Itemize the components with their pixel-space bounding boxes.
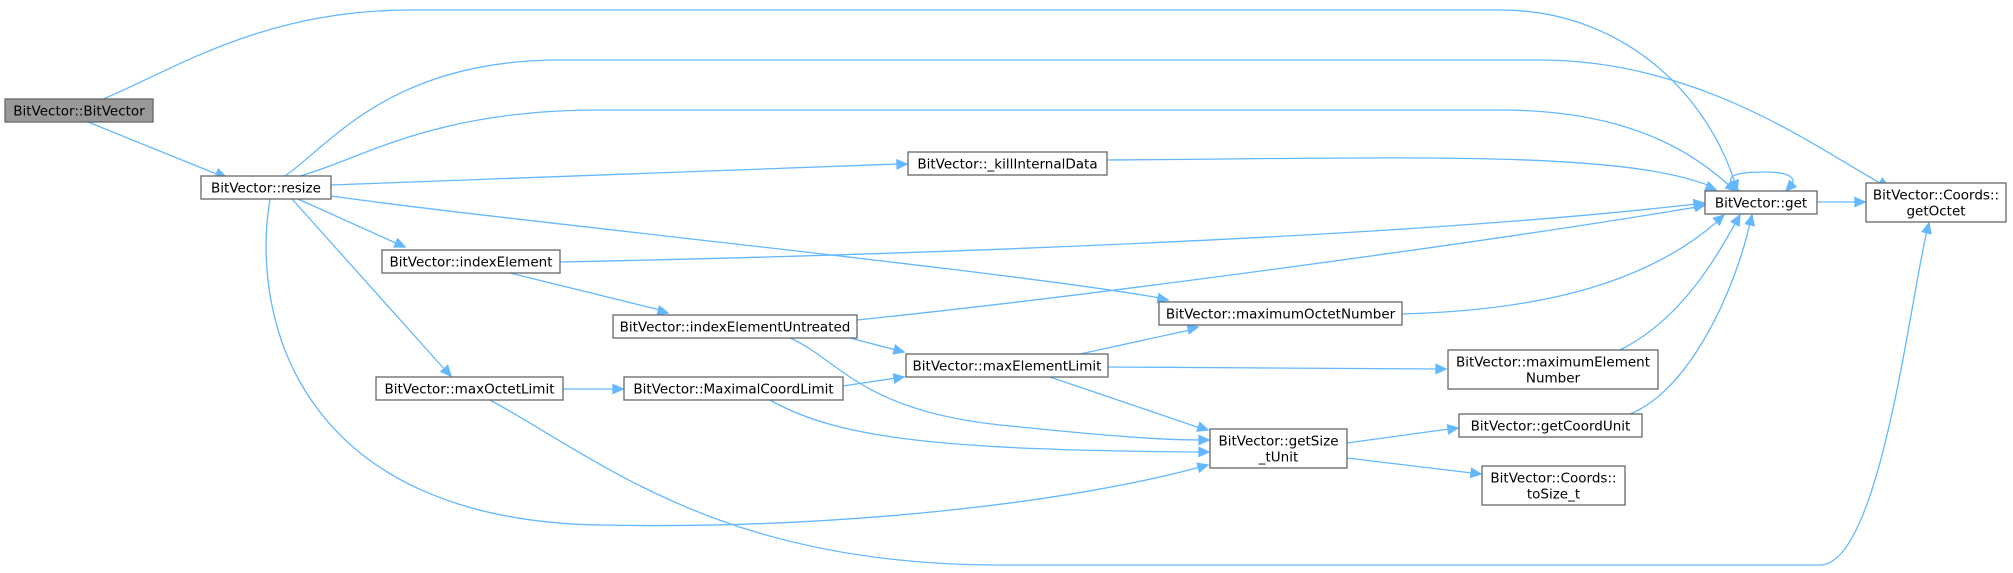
edge-indexelement-to-get	[559, 198, 1706, 263]
edge-resize-to-getsize	[265, 198, 1210, 527]
node-box	[1481, 465, 1626, 506]
node-indexuntreated[interactable]: BitVector::indexElementUntreated	[612, 314, 858, 339]
edge-indexuntreated-to-getsize	[789, 337, 1211, 446]
node-label: toSize_t	[1527, 487, 1580, 503]
node-label: BitVector::get	[1715, 196, 1807, 212]
node-box	[1447, 349, 1659, 390]
node-kill[interactable]: BitVector::_killInternalData	[907, 151, 1108, 176]
node-bitvector[interactable]: BitVector::BitVector	[4, 98, 154, 123]
node-label: BitVector::BitVector	[13, 104, 145, 120]
node-box	[200, 175, 332, 200]
node-label: Number	[1526, 371, 1581, 387]
edge-maxoctetnumber-to-get	[1401, 213, 1726, 315]
edge-maximalcoordlimit-to-getsize	[769, 399, 1211, 458]
node-box	[4, 98, 154, 123]
edge-getsize-to-tosize	[1346, 457, 1483, 479]
node-box	[1209, 428, 1348, 469]
node-maxelementlimit[interactable]: BitVector::maxElementLimit	[905, 353, 1109, 378]
node-label: BitVector::maximumOctetNumber	[1166, 307, 1396, 323]
node-maximalcoordlimit[interactable]: BitVector::MaximalCoordLimit	[623, 376, 844, 401]
node-tosize[interactable]: BitVector::Coords::toSize_t	[1481, 465, 1626, 506]
edge-maxelementlimit-to-maxelementnumber	[1107, 363, 1448, 375]
node-maxoctetlimit[interactable]: BitVector::maxOctetLimit	[375, 376, 564, 401]
edges-layer	[87, 9, 1932, 566]
node-label: BitVector::Coords::	[1490, 471, 1616, 487]
node-resize[interactable]: BitVector::resize	[200, 175, 332, 200]
edge-maxoctetlimit-to-coords_getoctet	[489, 221, 1932, 566]
node-label: BitVector::MaximalCoordLimit	[633, 382, 833, 398]
edge-resize-to-kill	[330, 158, 909, 186]
edge-resize-to-maxoctetnumber	[330, 195, 1170, 304]
edge-maxoctetlimit-to-maximalcoordlimit	[563, 383, 625, 395]
node-label: BitVector::getSize	[1218, 434, 1338, 450]
node-coords_getoctet[interactable]: BitVector::Coords::getOctet	[1865, 182, 2007, 223]
node-box	[1704, 190, 1818, 215]
node-label: BitVector::maximumElement	[1456, 355, 1650, 371]
node-label: BitVector::maxElementLimit	[913, 359, 1102, 375]
node-label: BitVector::indexElement	[389, 255, 552, 271]
node-box	[907, 151, 1108, 176]
node-box	[1158, 301, 1403, 326]
edge-maxelementlimit-to-getsize	[1049, 376, 1210, 432]
node-box	[612, 314, 858, 339]
node-label: BitVector::maxOctetLimit	[384, 382, 554, 398]
edge-resize-to-indexelement	[297, 198, 407, 248]
edge-bitvector-to-resize	[87, 121, 228, 179]
edge-kill-to-get	[1106, 157, 1718, 191]
node-box	[1865, 182, 2007, 223]
node-label: BitVector::resize	[211, 181, 321, 197]
edge-resize-to-get	[299, 109, 1738, 193]
edge-getcoordunit-to-get	[1629, 213, 1756, 415]
node-get[interactable]: BitVector::get	[1704, 190, 1818, 215]
node-getcoordunit[interactable]: BitVector::getCoordUnit	[1458, 413, 1643, 438]
node-box	[1458, 413, 1643, 438]
node-label: BitVector::Coords::	[1873, 188, 1999, 204]
node-box	[623, 376, 844, 401]
edge-getsize-to-getcoordunit	[1346, 423, 1460, 444]
node-box	[905, 353, 1109, 378]
node-box	[375, 376, 564, 401]
node-maxoctetnumber[interactable]: BitVector::maximumOctetNumber	[1158, 301, 1403, 326]
node-label: BitVector::_killInternalData	[917, 157, 1097, 173]
edge-indexuntreated-to-maxelementlimit	[849, 337, 906, 355]
node-label: _tUnit	[1258, 450, 1299, 466]
node-getsize[interactable]: BitVector::getSize_tUnit	[1209, 428, 1348, 469]
edge-maxelementnumber-to-get	[1619, 213, 1741, 351]
node-indexelement[interactable]: BitVector::indexElement	[381, 249, 561, 274]
edge-get-to-get	[1730, 171, 1798, 193]
edge-indexuntreated-to-get	[856, 201, 1707, 321]
node-label: BitVector::getCoordUnit	[1471, 419, 1631, 435]
edge-maximalcoordlimit-to-maxelementlimit	[842, 373, 906, 387]
nodes-layer: BitVector::BitVectorBitVector::resizeBit…	[4, 98, 2007, 506]
node-label: BitVector::indexElementUntreated	[620, 320, 851, 336]
edge-maxelementlimit-to-maxoctetnumber	[1079, 324, 1200, 355]
node-box	[381, 249, 561, 274]
edge-resize-to-maxoctetlimit	[291, 198, 453, 378]
edge-get-to-coords_getoctet	[1817, 196, 1867, 208]
edge-indexelement-to-indexuntreated	[509, 272, 670, 316]
node-label: getOctet	[1906, 204, 1965, 220]
